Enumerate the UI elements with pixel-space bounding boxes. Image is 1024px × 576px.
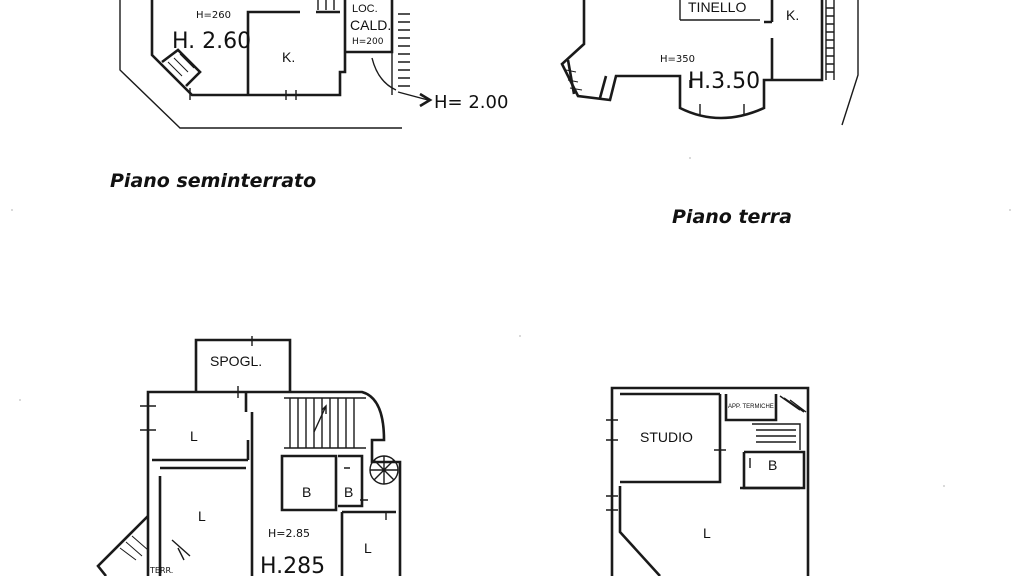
first-closet-wall bbox=[194, 338, 292, 392]
basement-site-boundary bbox=[119, 0, 402, 129]
basement-room-height-small: H=260 bbox=[196, 10, 231, 21]
ground-partition bbox=[679, 0, 760, 21]
ground-stair bbox=[825, 0, 835, 80]
attic-bedroom-wall bbox=[618, 486, 800, 576]
attic-stair bbox=[752, 395, 807, 450]
first-room-height-small: H=2.85 bbox=[268, 527, 310, 540]
ground-dining-label: TINELLO bbox=[688, 0, 746, 15]
first-bedroom-top-label: L bbox=[190, 428, 198, 444]
basement-room-height: H. 2.60 bbox=[172, 29, 251, 54]
first-outer-wall bbox=[146, 390, 402, 576]
basement-kitchen-wall bbox=[246, 10, 340, 95]
ground-kitchen-label: K. bbox=[786, 7, 799, 23]
basement-boiler-height: H=200 bbox=[352, 37, 384, 47]
basement-caption: Piano seminterrato bbox=[110, 170, 317, 192]
ground-bay-hatch bbox=[565, 69, 583, 91]
first-spiral-steps bbox=[370, 456, 398, 484]
ground-room-height: H.3.50 bbox=[688, 69, 760, 94]
first-room-height: H.285 bbox=[260, 554, 325, 576]
attic-study-label: STUDIO bbox=[640, 429, 693, 445]
attic-bath-label: B bbox=[768, 457, 777, 473]
scan-specks bbox=[11, 157, 1011, 487]
attic-technical-label: APP. TERMICHE bbox=[728, 404, 774, 410]
attic-window-ticks bbox=[606, 419, 751, 511]
first-floor-plan: SPOGL. L L B B L H=2.85 H.285 TERR. bbox=[96, 336, 402, 576]
first-main-bedroom-wall bbox=[158, 466, 246, 576]
basement-bay-hatch bbox=[167, 53, 195, 77]
ground-plan: TINELLO K. H=350 H.3.50 bbox=[560, 0, 859, 126]
first-window-ticks bbox=[140, 336, 387, 520]
first-door-swing bbox=[171, 539, 191, 561]
first-stair bbox=[284, 397, 366, 449]
first-small-bedroom-wall bbox=[340, 510, 396, 576]
ground-outer-wall bbox=[560, 0, 824, 120]
first-terrace-wall bbox=[96, 515, 149, 576]
first-bedroom-small-label: L bbox=[364, 540, 372, 556]
basement-stair-rail bbox=[391, 0, 410, 95]
basement-boiler-label-2: CALD. bbox=[350, 17, 391, 33]
basement-arrow-line bbox=[397, 91, 429, 101]
ground-window-ticks bbox=[689, 80, 745, 116]
ground-room-height-small: H=350 bbox=[660, 54, 695, 65]
first-terrace-label: TERR. bbox=[149, 566, 173, 575]
first-corridor-wall-left bbox=[152, 392, 250, 462]
first-bath-1-label: B bbox=[302, 484, 311, 500]
basement-outer-wall bbox=[150, 0, 347, 97]
ground-site-boundary bbox=[841, 0, 859, 126]
basement-plan: H=260 H. 2.60 K. LOC. CALD. H=200 H= 2.0… bbox=[119, 0, 508, 129]
basement-stair-height: H= 2.00 bbox=[434, 92, 508, 113]
first-bath-2-label: B bbox=[344, 484, 353, 500]
basement-arrow-head bbox=[419, 92, 433, 108]
ground-caption: Piano terra bbox=[672, 206, 792, 228]
first-closet-label: SPOGL. bbox=[210, 353, 262, 369]
attic-outer-wall bbox=[610, 386, 810, 576]
first-bath-walls bbox=[280, 454, 364, 512]
basement-door-marks bbox=[189, 88, 297, 100]
ground-kitchen-wall bbox=[764, 0, 774, 80]
attic-study-wall bbox=[620, 392, 722, 484]
attic-bath-wall bbox=[742, 450, 806, 490]
ground-bay-frame bbox=[566, 59, 608, 99]
attic-bedroom-label: L bbox=[703, 525, 711, 541]
first-bedroom-main-label: L bbox=[198, 508, 206, 524]
attic-technical-wall bbox=[724, 394, 778, 422]
first-terrace-hatch bbox=[119, 535, 149, 561]
basement-bay-window bbox=[161, 48, 202, 87]
first-stair-arrow bbox=[313, 404, 327, 433]
basement-boiler-label-1: LOC. bbox=[352, 3, 378, 15]
basement-door-swing bbox=[371, 57, 397, 91]
basement-step-lines bbox=[317, 0, 335, 10]
attic-plan: STUDIO APP. TERMICHE B L bbox=[606, 386, 810, 576]
basement-kitchen-label: K. bbox=[282, 49, 295, 65]
